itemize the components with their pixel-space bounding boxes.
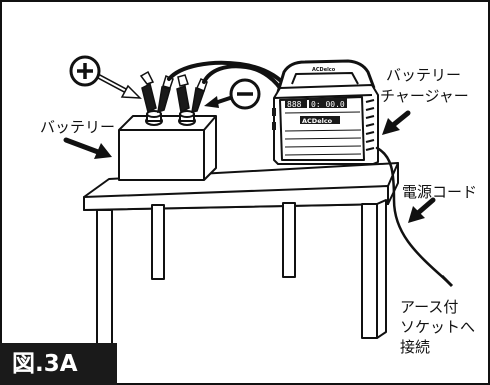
table [83, 162, 399, 348]
label-charger-line1: バッテリー [386, 66, 462, 84]
charger-arrow [382, 110, 411, 135]
label-power-cord: 電源コード [402, 183, 478, 201]
table-leg-back-left [151, 204, 165, 280]
charger-display-left [285, 99, 307, 108]
label-ground-line2: ソケットへ [400, 318, 476, 336]
table-leg-front-right [361, 203, 378, 339]
charger-display-right [309, 98, 347, 108]
power-cord-arrow [408, 197, 436, 223]
battery-charger [272, 59, 379, 165]
negative-clamp [176, 74, 208, 114]
charger-cables [167, 60, 290, 96]
pointer-arrows [63, 73, 436, 223]
label-ground-line3: 接続 [400, 338, 431, 356]
label-charger-line2: チャージャー [380, 87, 469, 105]
negative-cable [202, 64, 286, 96]
plus-symbol [69, 55, 101, 87]
table-leg-back-right [282, 202, 296, 278]
charger-side-vents [365, 99, 375, 151]
label-ground-line1: アース付 [400, 298, 459, 316]
positive-cable [167, 60, 290, 90]
positive-clamp [139, 70, 174, 114]
power-cord [375, 146, 448, 282]
battery [118, 110, 217, 181]
table-leg-front-left [96, 209, 113, 348]
battery-arrow [63, 137, 112, 159]
label-battery: バッテリー [40, 118, 116, 136]
minus-symbol [229, 78, 261, 110]
negative-arrow [204, 96, 232, 108]
positive-arrow [95, 73, 142, 99]
figure-number-badge: 図.3A [0, 343, 117, 385]
table-leg-side [376, 199, 387, 339]
